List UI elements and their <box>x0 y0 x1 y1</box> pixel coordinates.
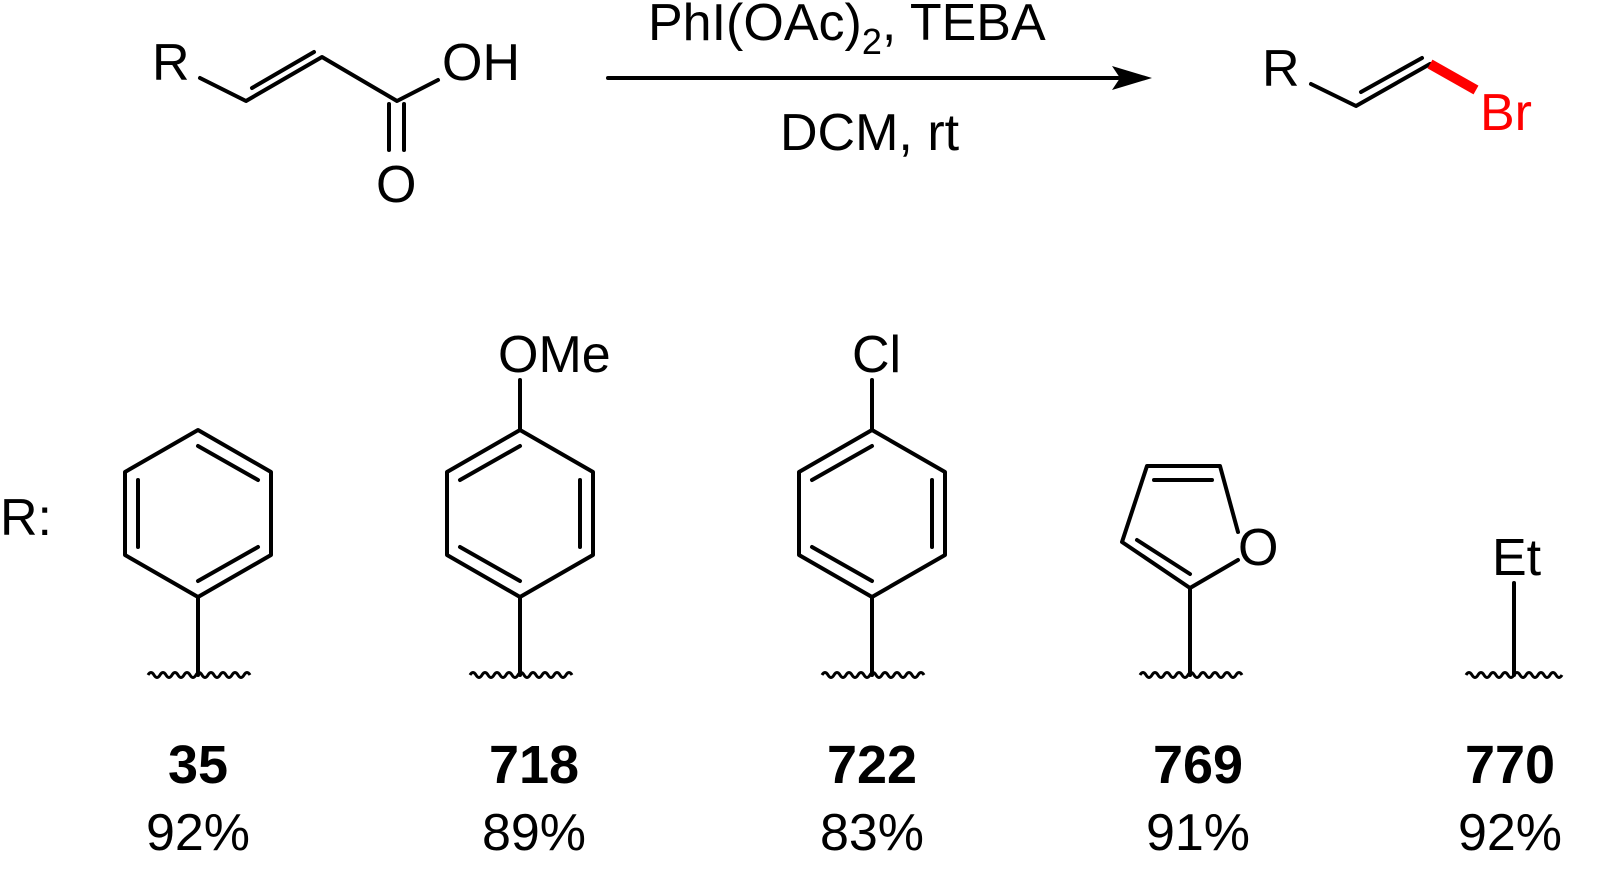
phenyl-wavy-attachment <box>146 671 252 679</box>
reagent-rest-text: , TEBA <box>882 0 1046 52</box>
product-skeleton <box>1309 62 1432 108</box>
compound-number-769: 769 <box>1153 735 1243 795</box>
compound-number-718: 718 <box>489 735 579 795</box>
reaction-arrow-head <box>1112 66 1152 90</box>
chlorophenyl-inner-bond-2 <box>810 545 874 583</box>
yield-35: 92% <box>146 804 250 862</box>
compound-number-722: 722 <box>827 735 917 795</box>
r-group-ethyl: Et 770 92% <box>1458 529 1564 862</box>
product-alkene-second-line <box>1359 56 1424 94</box>
furan-oxygen-label: O <box>1238 519 1278 577</box>
chlorophenyl-inner-bond-3 <box>810 444 874 482</box>
yield-718: 89% <box>482 804 586 862</box>
r-group-2-furyl: O 769 91% <box>1120 464 1278 862</box>
chloro-label: Cl <box>852 326 901 384</box>
reactant-carbonyl-o-label: O <box>376 156 416 214</box>
reactant-r-label: R <box>152 34 190 92</box>
ethyl-label: Et <box>1492 529 1542 587</box>
phenyl-inner-bond-1 <box>196 444 260 482</box>
methoxy-label: OMe <box>498 326 611 384</box>
yield-722: 83% <box>820 804 924 862</box>
furan-inner-bond-2 <box>1135 538 1192 576</box>
reagent-subscript: 2 <box>862 21 882 62</box>
r-group-phenyl: 35 92% <box>123 428 273 862</box>
furyl-wavy-attachment <box>1138 671 1244 679</box>
reaction-arrow-group: PhI(OAc)2, TEBA DCM, rt <box>606 0 1152 162</box>
chlorophenyl-ring <box>797 428 947 599</box>
reactant-alkene-second-line <box>250 50 316 90</box>
reagent-main-text: PhI(OAc) <box>648 0 862 52</box>
methoxyphenyl-inner-bond-3 <box>458 444 522 482</box>
phenyl-ring <box>123 428 273 599</box>
methoxyphenyl-wavy-attachment <box>468 671 574 679</box>
product-r-label: R <box>1262 40 1300 98</box>
reactant-structure: R OH O <box>152 34 520 214</box>
product-br-label: Br <box>1480 84 1532 142</box>
chlorophenyl-wavy-attachment <box>820 671 926 679</box>
r-group-4-chlorophenyl: Cl 722 83% <box>797 326 947 862</box>
yield-769: 91% <box>1146 804 1250 862</box>
r-groups-row-label: R: <box>0 489 52 547</box>
ethyl-wavy-attachment <box>1464 671 1564 679</box>
phenyl-inner-bond-2 <box>196 545 260 583</box>
conditions-label: DCM, rt <box>780 104 960 162</box>
methoxyphenyl-ring <box>445 428 595 599</box>
product-c-br-bond <box>1427 59 1479 95</box>
r-group-4-methoxyphenyl: OMe 718 89% <box>445 326 611 862</box>
product-structure: R Br <box>1262 40 1532 142</box>
yield-770: 92% <box>1458 804 1562 862</box>
compound-number-770: 770 <box>1465 735 1555 795</box>
reactant-oh-label: OH <box>442 34 520 92</box>
methoxyphenyl-inner-bond-2 <box>458 545 522 583</box>
furan-ring <box>1120 464 1240 590</box>
reagent-label: PhI(OAc)2, TEBA <box>648 0 1046 62</box>
reactant-skeleton <box>198 55 440 103</box>
compound-number-35: 35 <box>168 735 228 795</box>
